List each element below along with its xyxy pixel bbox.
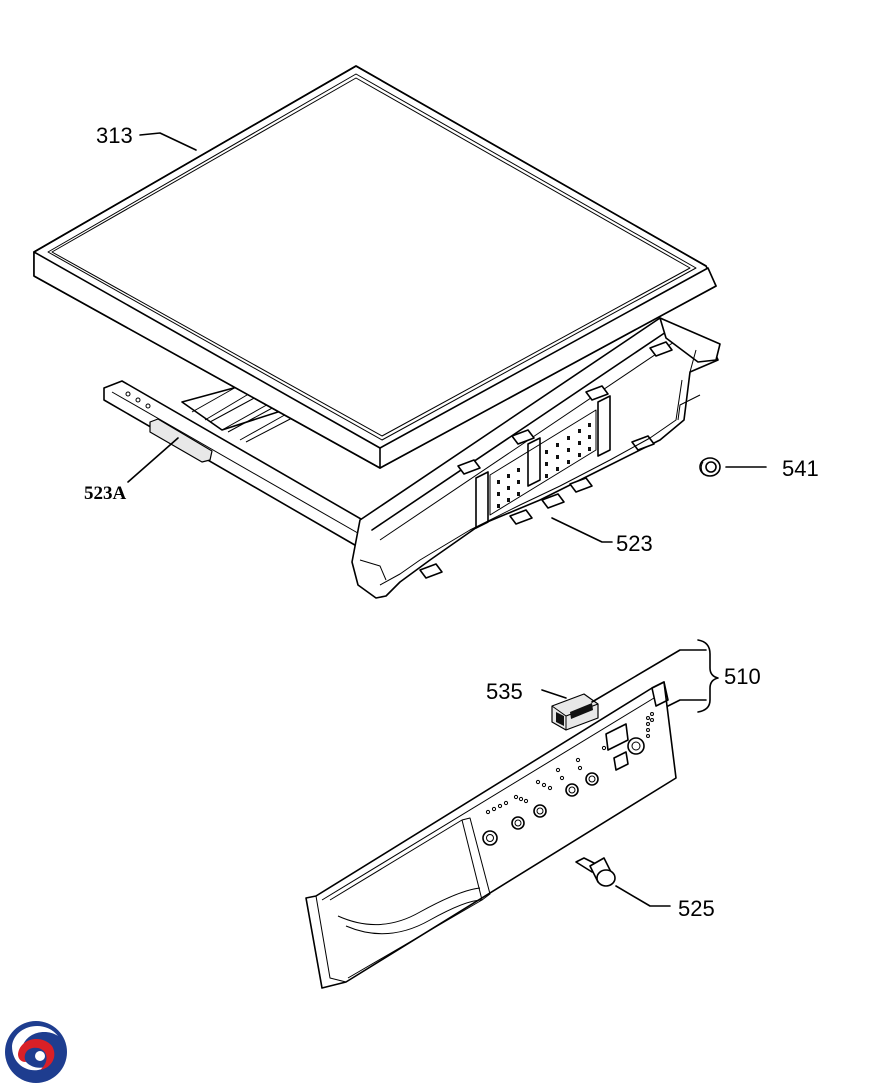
brand-swirl-icon [5, 1021, 67, 1083]
part-label-523a: 523A [84, 483, 127, 504]
top-lid-part [33, 65, 717, 469]
ring-grommet-part [699, 457, 721, 477]
part-label-510: 510 [724, 664, 761, 689]
knob-part [575, 857, 616, 887]
display-module-part [551, 693, 599, 731]
part-label-525: 525 [678, 896, 715, 921]
vent-grille [489, 409, 597, 516]
leader-lines [127, 132, 767, 907]
part-label-313: 313 [96, 123, 133, 148]
part-label-541: 541 [782, 456, 819, 481]
part-label-523: 523 [616, 531, 653, 556]
control-fascia-part [305, 681, 677, 989]
part-label-535: 535 [486, 679, 523, 704]
